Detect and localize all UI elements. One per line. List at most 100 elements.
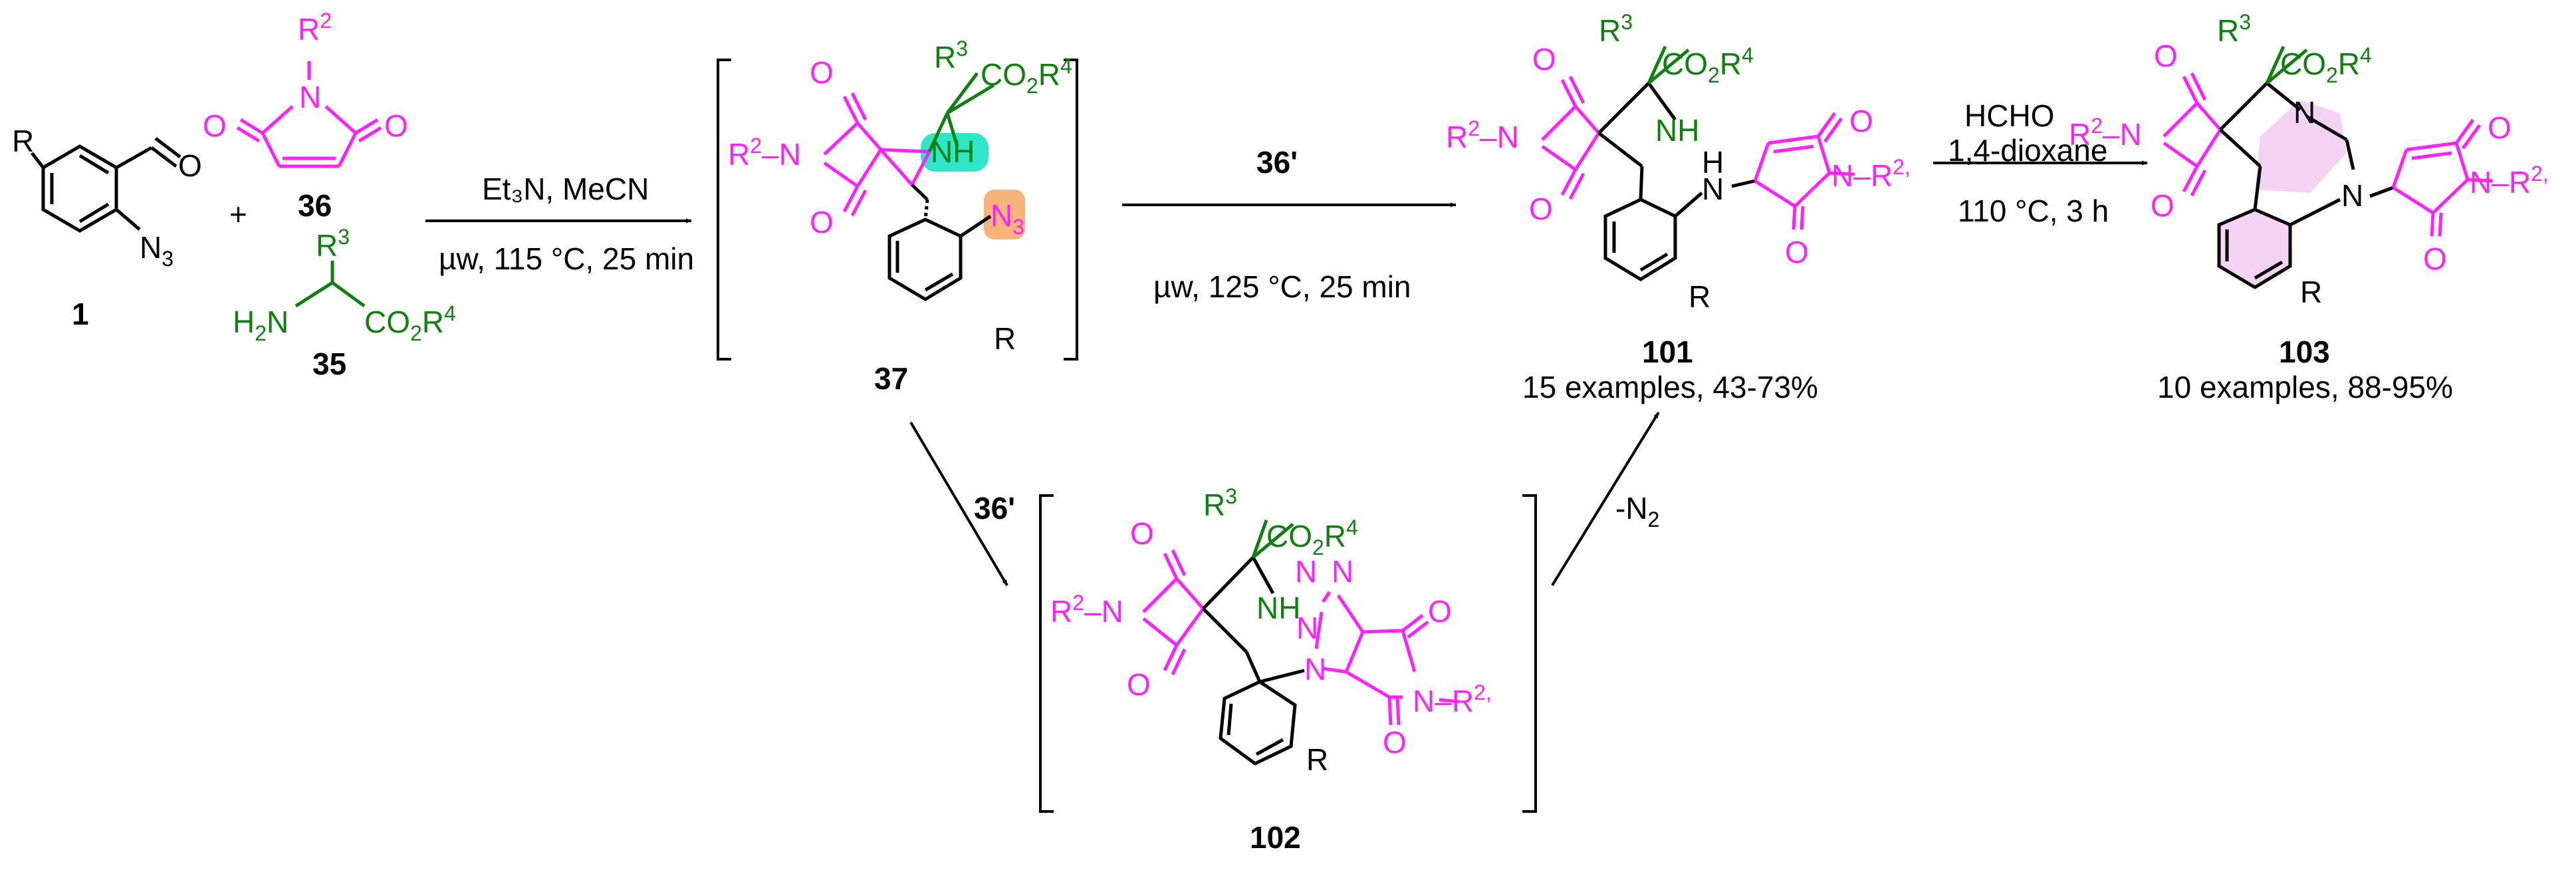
c101-r4-sup: 4 — [1742, 43, 1754, 67]
c36-n: N — [299, 80, 321, 114]
svg-text:N–R2,: N–R2, — [2470, 162, 2549, 200]
c37-r4-sup: 4 — [1060, 54, 1072, 78]
c102-r2-sup: 2 — [1072, 591, 1084, 615]
svg-text:N–R2,: N–R2, — [1831, 155, 1911, 193]
c37-n: N — [779, 137, 801, 172]
svg-text:N3: N3 — [140, 230, 174, 271]
c103-n-maleimide: N — [2470, 165, 2492, 200]
compound-35 — [294, 261, 366, 308]
c103-r2prime-sup: 2, — [2531, 162, 2549, 186]
compound-label-102: 102 — [1250, 820, 1301, 855]
svg-text:R2–N: R2–N — [1446, 116, 1519, 154]
svg-text:R2: R2 — [298, 9, 332, 47]
c102-o-imide-top: O — [1428, 594, 1452, 629]
c37-n3: N — [991, 198, 1012, 233]
compound-37 — [823, 72, 995, 301]
c103-r2: R — [2069, 117, 2091, 152]
c37-nh: NH — [931, 134, 975, 169]
compound-label-36: 36 — [298, 188, 332, 223]
c103-o-maleimide-top: O — [2488, 110, 2512, 145]
arrow-step-1: Et₃N, MeCN µw, 115 °C, 25 min — [425, 172, 694, 276]
c37-o-bottom: O — [810, 205, 834, 239]
c101-co2-sub: 2 — [1708, 63, 1720, 87]
svg-text:R3: R3 — [2217, 10, 2251, 48]
arrow-step-2: 36' µw, 125 °C, 25 min — [1122, 145, 1457, 304]
c37-co2-sub: 2 — [1026, 74, 1038, 98]
arrow5-label: -N — [1615, 491, 1648, 525]
svg-text:N–R2,: N–R2, — [1413, 680, 1492, 718]
highlight-nh-37 — [921, 133, 989, 172]
c36-r2: R — [298, 12, 320, 47]
c101-r2prime: R — [1871, 158, 1893, 193]
c37-co2: CO — [981, 57, 1026, 92]
c101-r2prime-sup: 2, — [1893, 155, 1911, 179]
compound-36 — [236, 61, 382, 168]
brackets-37 — [717, 59, 1078, 361]
compound-label-1: 1 — [72, 297, 89, 331]
compound-103-examples: 10 examples, 88-95% — [2157, 370, 2453, 404]
c103-r3-sup: 3 — [2239, 10, 2251, 34]
brackets-102 — [1039, 494, 1537, 813]
c102-n-imide: N — [1413, 684, 1435, 718]
c101-o-top: O — [1532, 42, 1556, 76]
svg-text:CO2R4: CO2R4 — [364, 301, 456, 345]
c103-o-bottom: O — [2151, 188, 2174, 223]
c102-co2-sub: 2 — [1312, 535, 1324, 559]
c37-o-top: O — [810, 55, 834, 90]
c101-r2-sup: 2 — [1468, 116, 1480, 140]
highlight-n3-37 — [984, 190, 1025, 239]
c102-o-top: O — [1130, 516, 1154, 551]
c101-n-link: N — [1702, 172, 1724, 206]
c37-r2: R — [728, 137, 750, 172]
c1-azide-n: N — [140, 230, 162, 265]
c102-nh: NH — [1256, 591, 1300, 625]
c103-o-maleimide-bottom: O — [2423, 241, 2447, 276]
c103-n-ring: N — [2293, 95, 2315, 130]
arrow4-reagent: 36' — [974, 491, 1015, 525]
svg-text:CO2R4: CO2R4 — [1266, 515, 1358, 559]
compound-35-labels: R3 H2N CO2R4 — [233, 225, 456, 345]
c102-r3-sup: 3 — [1225, 484, 1237, 508]
plus-sign: + — [229, 197, 247, 231]
c35-h: H — [233, 305, 255, 339]
arrow2-reagent: 36' — [1256, 145, 1298, 180]
c101-r3-sup: 3 — [1621, 10, 1633, 34]
c102-triazole-n3: N — [1296, 611, 1318, 645]
svg-text:R3: R3 — [1599, 10, 1633, 48]
c103-r2-sup: 2 — [2091, 114, 2103, 138]
svg-text:R2–N: R2–N — [2069, 114, 2142, 152]
c35-r3-sup: 3 — [338, 225, 350, 249]
compound-1-labels: R O N3 1 — [12, 124, 202, 331]
c35-r4-sup: 4 — [444, 301, 456, 325]
c35-co-sub: 2 — [410, 321, 422, 345]
c103-co2: CO — [2280, 47, 2326, 81]
c101-n-maleimide: N — [1831, 158, 1853, 193]
compound-102-labels: O O R2–N R3 CO2R4 NH N N N N O O N–R2, R — [1050, 484, 1492, 777]
svg-text:-N2: -N2 — [1615, 491, 1659, 531]
arrow-step-5: -N2 — [1551, 411, 1660, 587]
svg-text:N3: N3 — [991, 198, 1024, 239]
c102-n: N — [1102, 594, 1123, 629]
c35-h-sub: 2 — [255, 321, 267, 345]
c37-r2-sup: 2 — [750, 134, 762, 158]
compound-103-labels: O O R2–N R3 CO2R4 N N O O N–R2, R — [2069, 10, 2549, 309]
c102-r2prime-sup: 2, — [1474, 680, 1492, 704]
c37-r3-sup: 3 — [956, 37, 968, 61]
compound-36-labels: R2 N O O — [203, 9, 408, 143]
c101-nh: NH — [1655, 113, 1699, 148]
svg-text:CO2R4: CO2R4 — [981, 54, 1072, 98]
c37-n3-sub: 3 — [1012, 215, 1024, 239]
c37-r3: R — [934, 40, 956, 74]
c101-r3: R — [1599, 13, 1621, 48]
compound-37-labels: O O R2–N R3 CO2R4 NH N3 R — [728, 37, 1072, 356]
compound-label-101: 101 — [1642, 335, 1693, 369]
c102-r: R — [1306, 742, 1328, 777]
arrow3-conditions: 110 °C, 3 h — [1958, 194, 2109, 228]
c102-r4: R — [1324, 519, 1346, 553]
svg-text:R3: R3 — [316, 225, 350, 263]
c102-triazole-n4: N — [1304, 652, 1326, 686]
c103-n-link: N — [2341, 178, 2363, 213]
compound-101-labels: O O R2–N R3 CO2R4 NH H N O O N–R2, R — [1446, 10, 1911, 314]
compound-label-103: 103 — [2279, 335, 2330, 369]
c102-r4-sup: 4 — [1346, 515, 1358, 539]
